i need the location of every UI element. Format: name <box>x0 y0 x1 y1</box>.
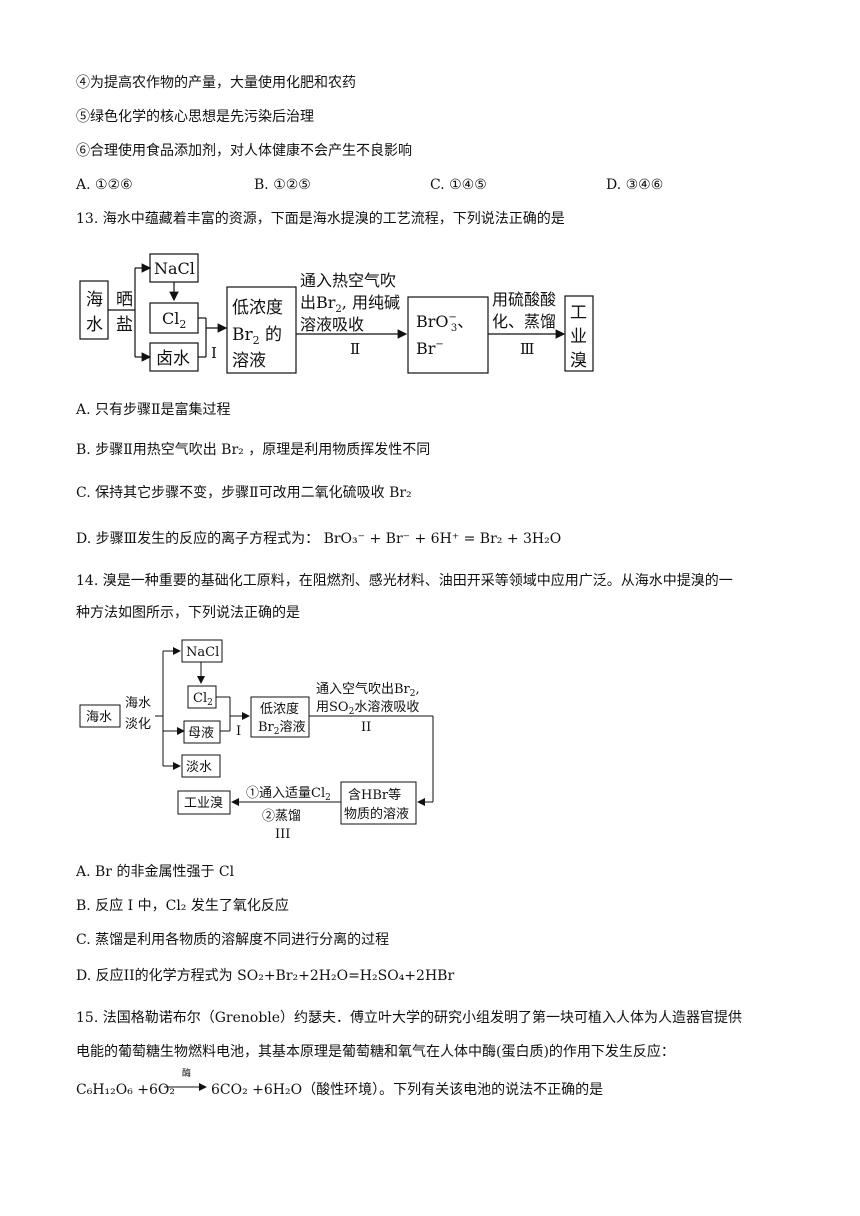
q14-fresh-box <box>181 754 221 778</box>
q13-lowbr-box <box>226 286 297 374</box>
q14-hbr-box <box>340 781 417 825</box>
q14-mother-label: 母液 <box>188 726 214 741</box>
q14-final-box <box>177 790 231 815</box>
q12-option-a[interactable]: A. ①②⑥ <box>76 177 133 193</box>
q13-seawater-box <box>79 280 109 340</box>
q13-ions-line1: BrO−3、 <box>416 312 473 334</box>
q12-option-d[interactable]: D. ③④⑥ <box>606 177 664 193</box>
q14-arrow3-line2: ②蒸馏 <box>262 809 301 824</box>
q13-lowbr-line2: Br2 的 <box>232 325 282 347</box>
q13-final-char2: 业 <box>570 327 587 347</box>
q13-cl2-box <box>149 302 199 334</box>
q14-arrow2-line1: 通入空气吹出Br2, <box>316 681 420 699</box>
q14-option-a[interactable]: A. Br 的非金属性强于 Cl <box>76 864 235 880</box>
q14-lowbr-line2: Br2溶液 <box>258 720 306 737</box>
q12-item-6: ⑥合理使用食品添加剂，对人体健康不会产生不良影响 <box>76 143 412 159</box>
q15-equation-right: 6CO₂ +6H₂O（酸性环境）。下列有关该电池的说法不正确的是 <box>211 1082 604 1098</box>
q14-lowbr-box <box>250 696 310 738</box>
q14-cl2-label: Cl2 <box>193 691 213 708</box>
q13-arrow3-line2: 化、蒸馏 <box>492 312 556 331</box>
q13-arrow3-line1: 用硫酸酸 <box>492 290 556 309</box>
q14-cl2-box <box>187 685 217 709</box>
q12-option-c[interactable]: C. ①④⑤ <box>430 177 487 193</box>
q14-nacl-label: NaCl <box>186 645 219 660</box>
q14-fresh-label: 淡水 <box>186 760 212 775</box>
q14-seawater-box <box>79 704 121 728</box>
q13-ions-box <box>407 296 489 374</box>
q13-step3-label: Ⅲ <box>520 340 534 358</box>
q14-hbr-line2: 物质的溶液 <box>344 806 409 822</box>
q13-seawater-char2: 水 <box>86 315 103 335</box>
q14-arrow3-line1: ①通入适量Cl2 <box>246 786 331 803</box>
q13-evap-char1: 晒 <box>116 290 133 310</box>
q13-lowbr-line3: 溶液 <box>232 351 266 371</box>
q13-option-d[interactable]: D. 步骤Ⅲ发生的反应的离子方程式为： BrO₃⁻ + Br⁻ + 6H⁺ = … <box>76 531 562 547</box>
q14-final-label: 工业溴 <box>184 796 223 811</box>
q14-hbr-line1: 含HBr等 <box>348 787 401 803</box>
q13-lowbr-line1: 低浓度 <box>232 298 283 318</box>
q14-option-b[interactable]: B. 反应 I 中，Cl₂ 发生了氧化反应 <box>76 898 289 914</box>
q13-step2-label: Ⅱ <box>350 340 360 358</box>
q15-equation-left: C₆H₁₂O₆ +6O₂ <box>76 1082 176 1098</box>
q14-stem-line2: 种方法如图所示，下列说法正确的是 <box>76 605 300 621</box>
q13-arrow2-line2: 出Br2, 用纯碱 <box>300 293 400 315</box>
q13-brine-box <box>149 342 199 372</box>
q12-option-b[interactable]: B. ①②⑤ <box>254 177 311 193</box>
q13-step1-label: I <box>211 344 217 362</box>
q13-option-b[interactable]: B. 步骤Ⅱ用热空气吹出 Br₂ ，原理是利用物质挥发性不同 <box>76 442 431 458</box>
q14-seawater-label: 海水 <box>86 710 112 725</box>
q14-lowbr-line1: 低浓度 <box>260 701 299 717</box>
q13-nacl-label: NaCl <box>154 259 195 278</box>
q13-brine-label: 卤水 <box>156 349 190 369</box>
q13-ions-line2: Br− <box>416 339 444 358</box>
q13-final-char3: 溴 <box>570 351 587 371</box>
q13-option-a[interactable]: A. 只有步骤Ⅱ是富集过程 <box>76 402 231 418</box>
q14-arrow2-line2: 用SO2水溶液吸收 <box>316 700 419 717</box>
q12-item-4: ④为提高农作物的产量，大量使用化肥和农药 <box>76 75 356 91</box>
q14-nacl-box <box>181 639 223 663</box>
q14-option-c[interactable]: C. 蒸馏是利用各物质的溶解度不同进行分离的过程 <box>76 932 390 948</box>
q14-step3-label: III <box>275 827 290 842</box>
q15-enzyme-label: 酶 <box>182 1069 192 1079</box>
q13-arrow2-line1: 通入热空气吹 <box>300 271 396 290</box>
q13-cl2-label: Cl2 <box>162 309 186 331</box>
q14-mother-box <box>183 720 221 744</box>
q14-desal-line1: 海水 <box>125 696 151 711</box>
q15-stem-line2: 电能的葡萄糖生物燃料电池，其基本原理是葡萄糖和氧气在人体中酶(蛋白质)的作用下发… <box>76 1044 675 1060</box>
q13-nacl-box <box>149 253 199 283</box>
q13-arrow2-line3: 溶液吸收 <box>300 315 364 334</box>
q14-stem-line1: 14. 溴是一种重要的基础化工原料，在阻燃剂、感光材料、油田开采等领域中应用广泛… <box>76 573 733 589</box>
q14-step1-label: I <box>236 724 241 739</box>
q13-stem: 13. 海水中蕴藏着丰富的资源，下面是海水提溴的工艺流程，下列说法正确的是 <box>76 211 565 227</box>
q15-stem-line1: 15. 法国格勒诺布尔（Grenoble）约瑟夫．傅立叶大学的研究小组发明了第一… <box>76 1010 743 1026</box>
q14-step2-label: II <box>361 720 371 735</box>
q13-option-c[interactable]: C. 保持其它步骤不变，步骤Ⅱ可改用二氧化硫吸收 Br₂ <box>76 485 412 501</box>
q14-desal-line2: 淡化 <box>125 717 151 732</box>
q13-final-char1: 工 <box>570 303 587 323</box>
q13-final-box <box>564 295 594 372</box>
q13-evap-char2: 盐 <box>116 315 133 335</box>
q12-item-5: ⑤绿色化学的核心思想是先污染后治理 <box>76 109 314 125</box>
q13-seawater-char1: 海 <box>86 290 103 310</box>
q14-option-d[interactable]: D. 反应II的化学方程式为 SO₂+Br₂+2H₂O=H₂SO₄+2HBr <box>76 968 455 984</box>
